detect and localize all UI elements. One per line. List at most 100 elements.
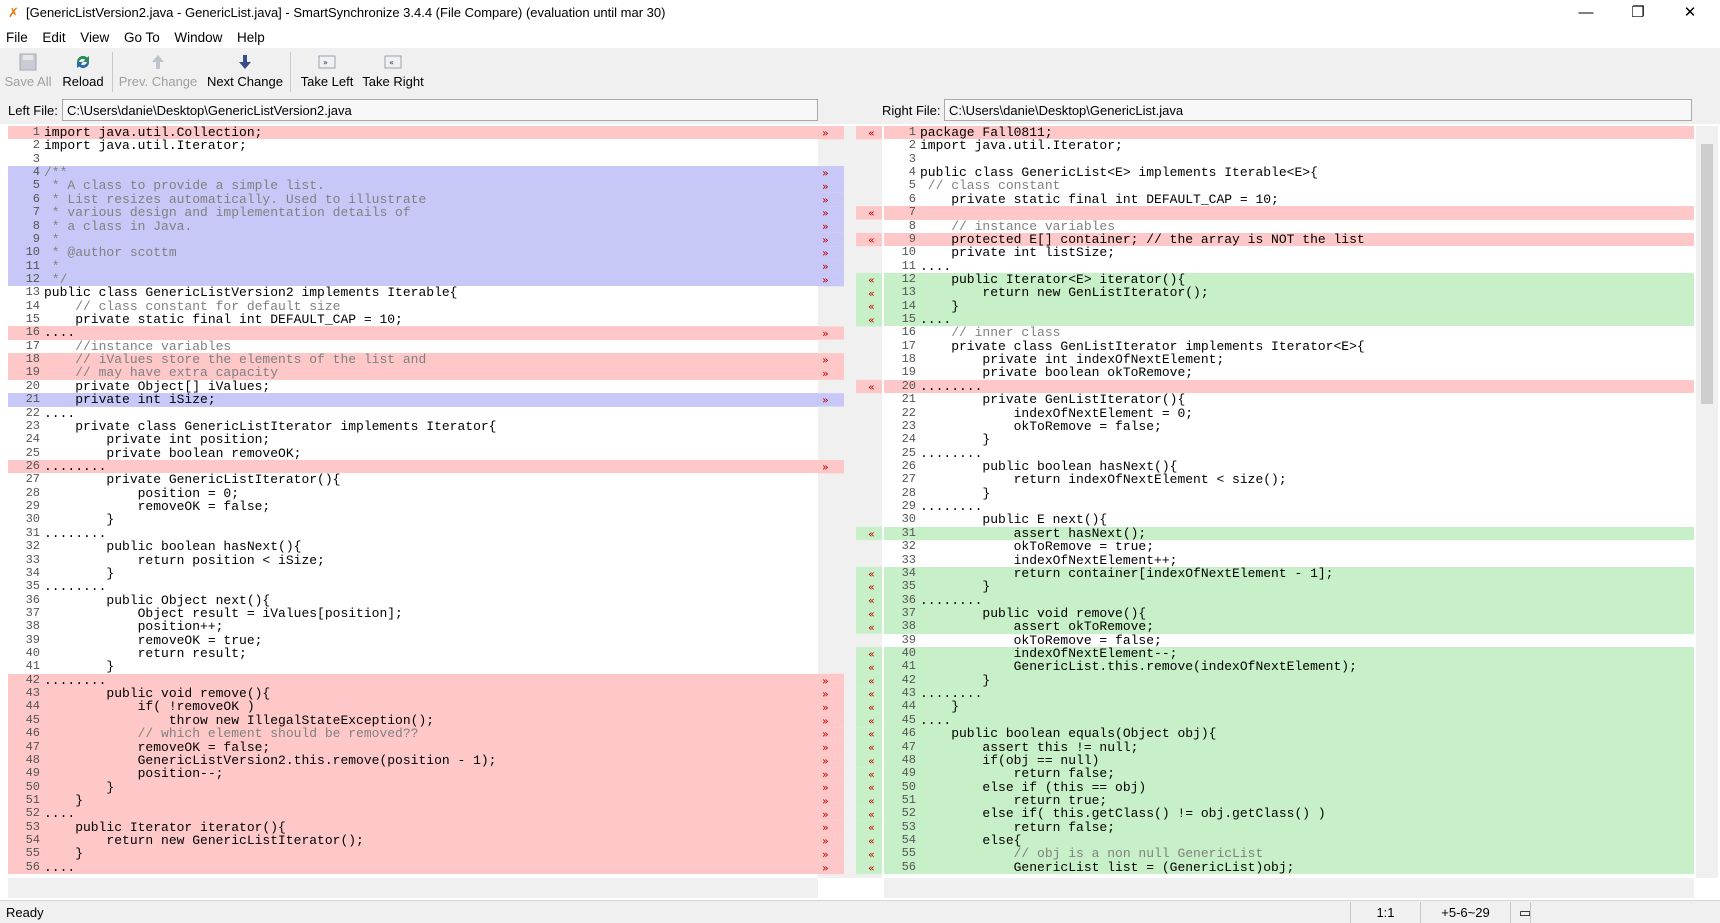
left-code-line[interactable]: 17 //instance variables <box>8 339 818 354</box>
right-code-line[interactable]: 41 GenericList.this.remove(indexOfNextEl… <box>884 660 1694 674</box>
left-overview-strip[interactable] <box>2 126 8 878</box>
right-code-line[interactable]: 44 } <box>884 700 1694 714</box>
right-code-line[interactable]: 51 return true; <box>884 793 1694 808</box>
right-code-line[interactable]: 29........ <box>884 499 1694 514</box>
left-code-line[interactable]: 35........ <box>8 579 818 594</box>
left-code-line[interactable]: 15 private static final int DEFAULT_CAP … <box>8 312 818 327</box>
take-left-arrow-icon[interactable]: » <box>822 781 829 794</box>
left-code-line[interactable]: 10 * @author scottm <box>8 245 818 260</box>
take-right-arrow-icon[interactable]: « <box>868 380 875 393</box>
right-code-line[interactable]: 39 okToRemove = false; <box>884 633 1694 648</box>
right-code-line[interactable]: 52 else if( this.getClass() != obj.getCl… <box>884 806 1694 821</box>
take-right-arrow-icon[interactable]: « <box>868 821 875 834</box>
right-code-line[interactable]: 45.... <box>884 713 1694 728</box>
right-code-line[interactable]: 21 private GenListIterator(){ <box>884 392 1694 407</box>
take-left-arrow-icon[interactable]: » <box>822 127 829 140</box>
take-left-arrow-icon[interactable]: » <box>822 193 829 206</box>
take-right-arrow-icon[interactable]: « <box>868 127 875 140</box>
left-code-line[interactable]: 6 * List resizes automatically. Used to … <box>8 192 818 207</box>
left-code-line[interactable]: 42........ <box>8 673 818 688</box>
take-left-arrow-icon[interactable]: » <box>822 808 829 821</box>
prev-change-button[interactable]: Prev. Change <box>118 48 198 96</box>
right-code-line[interactable]: 49 return false; <box>884 766 1694 781</box>
right-code-line[interactable]: 25........ <box>884 446 1694 460</box>
left-code-line[interactable]: 52.... <box>8 806 818 821</box>
right-code-line[interactable]: 5 // class constant <box>884 179 1694 193</box>
menu-view[interactable]: View <box>80 30 110 45</box>
take-left-button[interactable]: » Take Left <box>296 48 358 96</box>
left-code-line[interactable]: 12 */ <box>8 272 818 287</box>
left-code-line[interactable]: 34 } <box>8 566 818 581</box>
left-code-line[interactable]: 48 GenericListVersion2.this.remove(posit… <box>8 753 818 768</box>
take-left-arrow-icon[interactable]: » <box>822 728 829 741</box>
right-code-line[interactable]: 40 indexOfNextElement--; <box>884 646 1694 661</box>
left-code-line[interactable]: 46 // which element should be removed?? <box>8 726 818 741</box>
take-left-arrow-icon[interactable]: » <box>822 714 829 727</box>
left-code-line[interactable]: 38 position++; <box>8 619 818 634</box>
take-left-arrow-icon[interactable]: » <box>822 768 829 781</box>
left-code-line[interactable]: 53 public Iterator iterator(){ <box>8 820 818 835</box>
left-code-line[interactable]: 43 public void remove(){ <box>8 686 818 701</box>
left-horizontal-scrollbar[interactable] <box>8 878 818 898</box>
take-right-arrow-icon[interactable]: « <box>868 861 875 874</box>
right-code-line[interactable]: 53 return false; <box>884 820 1694 835</box>
take-right-arrow-icon[interactable]: « <box>868 728 875 741</box>
right-code-line[interactable]: 14 } <box>884 299 1694 314</box>
take-left-arrow-icon[interactable]: » <box>822 273 829 286</box>
right-code-line[interactable]: 16 // inner class <box>884 326 1694 340</box>
take-left-arrow-icon[interactable]: » <box>822 754 829 767</box>
right-code-line[interactable]: 8 // instance variables <box>884 219 1694 233</box>
take-right-arrow-icon[interactable]: « <box>868 207 875 220</box>
reload-button[interactable]: Reload <box>58 48 108 96</box>
right-code-line[interactable]: 50 else if (this == obj) <box>884 780 1694 794</box>
right-code-line[interactable]: 20........ <box>884 379 1694 394</box>
right-code-line[interactable]: 46 public boolean equals(Object obj){ <box>884 726 1694 741</box>
right-code-line[interactable]: 36........ <box>884 593 1694 607</box>
left-code-line[interactable]: 22.... <box>8 406 818 420</box>
take-right-arrow-icon[interactable]: « <box>868 701 875 714</box>
right-code-line[interactable]: 13 return new GenListIterator(); <box>884 285 1694 300</box>
left-code-line[interactable]: 18 // iValues store the elements of the … <box>8 352 818 367</box>
take-right-arrow-icon[interactable]: « <box>868 835 875 848</box>
take-left-arrow-icon[interactable]: » <box>822 741 829 754</box>
left-code-line[interactable]: 28 position = 0; <box>8 486 818 501</box>
left-code-line[interactable]: 50 } <box>8 780 818 794</box>
right-code-line[interactable]: 54 else{ <box>884 833 1694 848</box>
take-left-arrow-icon[interactable]: » <box>822 461 829 474</box>
right-code-line[interactable]: 7 <box>884 205 1694 220</box>
right-code-line[interactable]: 38 assert okToRemove; <box>884 619 1694 634</box>
left-code-line[interactable]: 37 Object result = iValues[position]; <box>8 606 818 621</box>
take-right-arrow-icon[interactable]: « <box>868 287 875 300</box>
right-horizontal-scrollbar[interactable] <box>884 878 1694 898</box>
right-code-line[interactable]: 11.... <box>884 259 1694 273</box>
maximize-button[interactable]: ❐ <box>1631 4 1645 21</box>
left-code-line[interactable]: 16.... <box>8 326 818 340</box>
take-left-arrow-icon[interactable]: » <box>822 260 829 273</box>
take-left-arrow-icon[interactable]: » <box>822 180 829 193</box>
right-code-line[interactable]: 30 public E next(){ <box>884 513 1694 527</box>
left-code-line[interactable]: 31........ <box>8 526 818 541</box>
left-code-line[interactable]: 5 * A class to provide a simple list. <box>8 179 818 193</box>
right-code-line[interactable]: 34 return container[indexOfNextElement -… <box>884 566 1694 581</box>
left-code-line[interactable]: 54 return new GenericListIterator(); <box>8 833 818 848</box>
right-code-line[interactable]: 17 private class GenListIterator impleme… <box>884 339 1694 354</box>
left-code-line[interactable]: 9 * <box>8 232 818 247</box>
take-left-arrow-icon[interactable]: » <box>822 367 829 380</box>
right-code-line[interactable]: 9 protected E[] container; // the array … <box>884 232 1694 247</box>
left-code-line[interactable]: 29 removeOK = false; <box>8 499 818 514</box>
left-code-line[interactable]: 8 * a class in Java. <box>8 219 818 233</box>
right-file-path[interactable]: C:\Users\danie\Desktop\GenericList.java <box>944 99 1692 121</box>
take-right-arrow-icon[interactable]: « <box>868 233 875 246</box>
take-right-arrow-icon[interactable]: « <box>868 714 875 727</box>
left-code-line[interactable]: 20 private Object[] iValues; <box>8 379 818 394</box>
right-code-line[interactable]: 26 public boolean hasNext(){ <box>884 459 1694 474</box>
take-right-arrow-icon[interactable]: « <box>868 527 875 540</box>
left-code-line[interactable]: 30 } <box>8 513 818 527</box>
right-code-line[interactable]: 19 private boolean okToRemove; <box>884 366 1694 380</box>
right-code-line[interactable]: 48 if(obj == null) <box>884 753 1694 768</box>
left-code-line[interactable]: 41 } <box>8 660 818 674</box>
